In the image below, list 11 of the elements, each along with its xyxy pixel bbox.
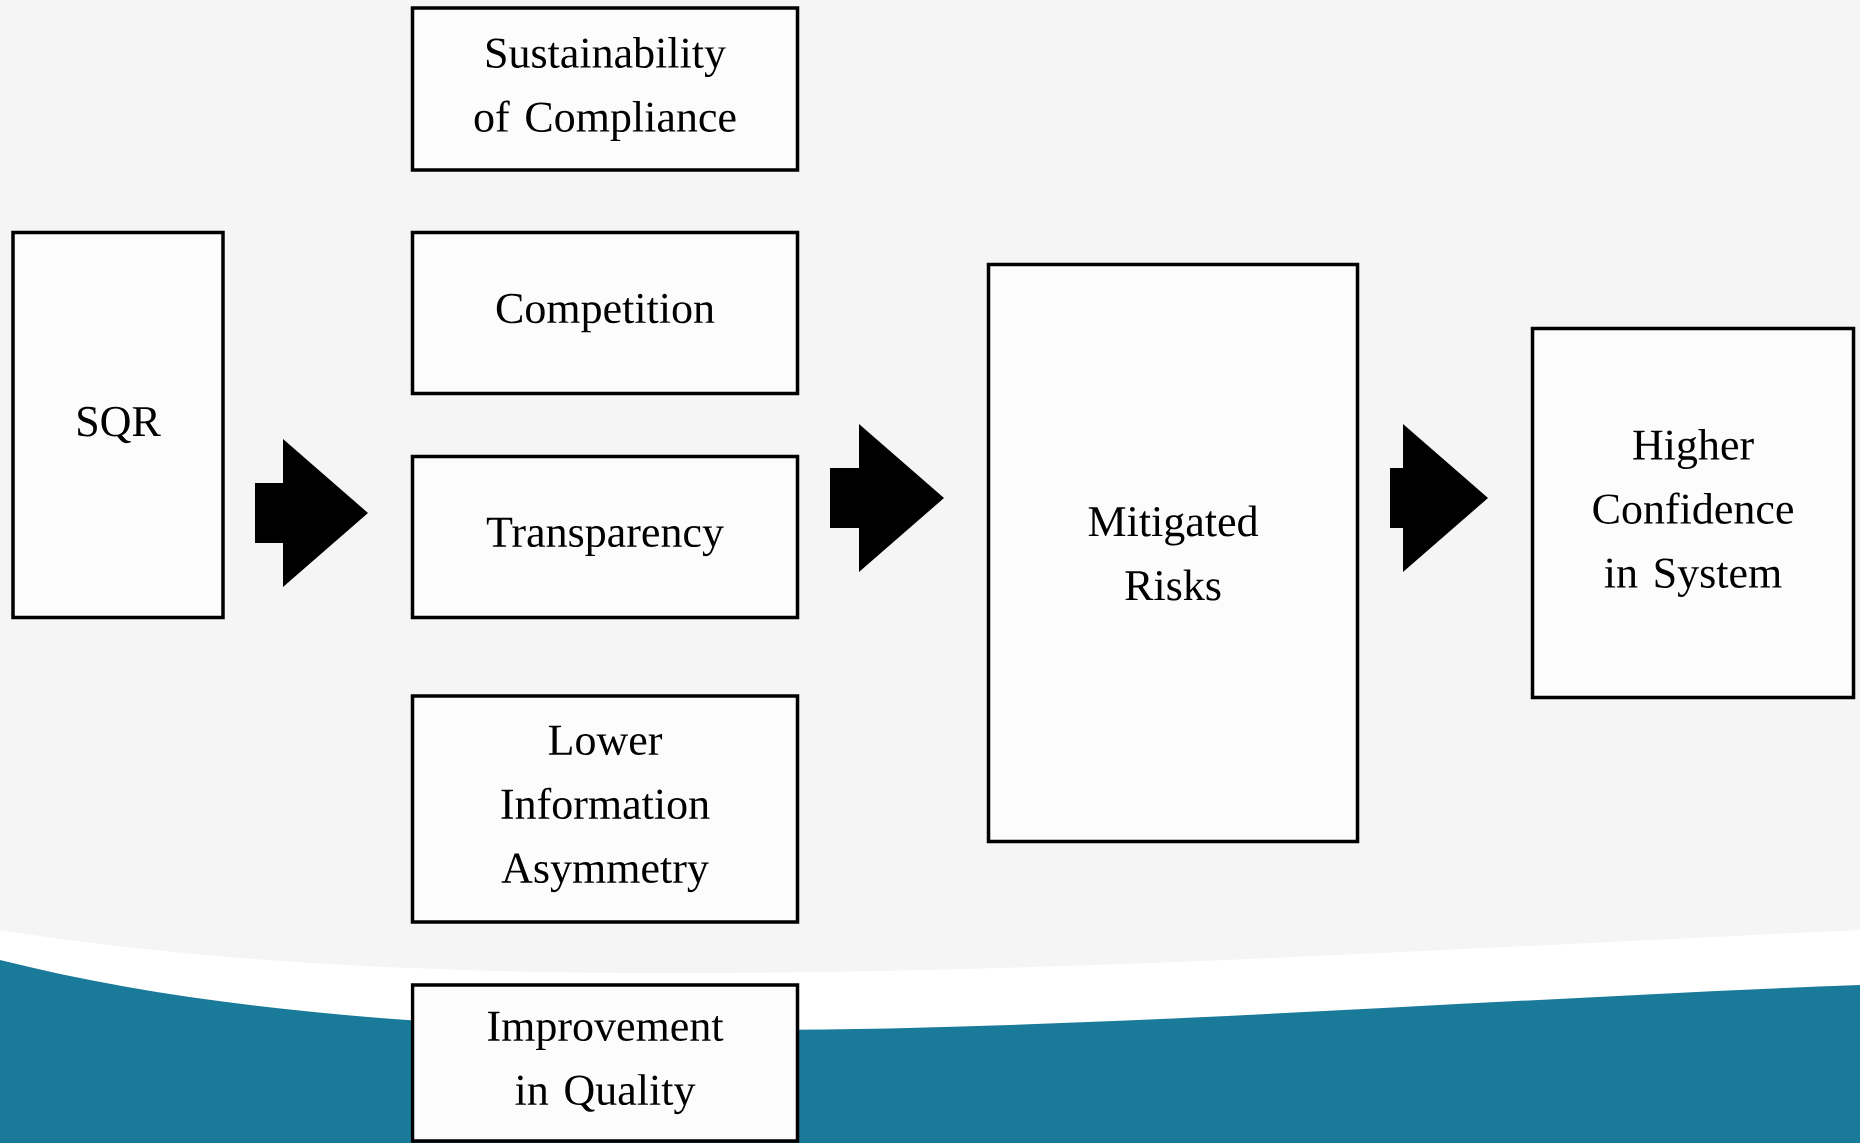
text-box: Sustainability of Compliance: [410, 6, 800, 172]
block-arrow: [255, 439, 368, 587]
text-box: Improvement in Quality: [410, 983, 800, 1143]
block-arrow: [1390, 424, 1488, 572]
text-box: Lower Information Asymmetry: [410, 694, 800, 924]
text-box: Transparency: [410, 454, 800, 620]
text-box: SQR: [11, 230, 225, 620]
text-box: Competition: [410, 230, 800, 396]
text-box: Higher Confidence in System: [1530, 326, 1856, 700]
block-arrow: [830, 424, 944, 572]
text-box: Mitigated Risks: [986, 262, 1360, 844]
